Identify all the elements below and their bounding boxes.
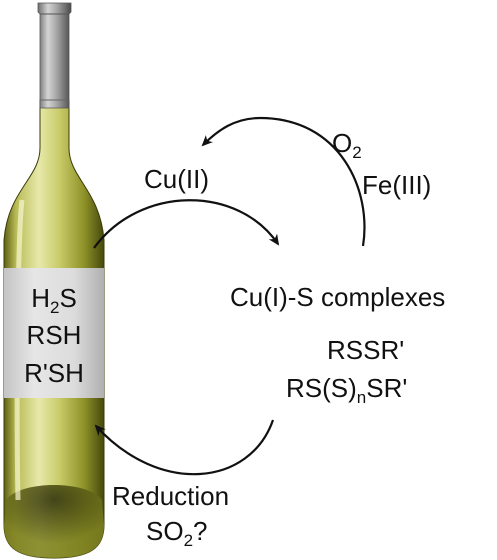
bottle-capsule: [37, 2, 72, 109]
wine-bottle: [3, 2, 105, 559]
reduction-label: Reduction: [112, 481, 230, 511]
o2-label: O2: [332, 128, 362, 162]
arrow-to-bottle: [94, 419, 275, 476]
r-prime-sh-label: R'SH: [24, 358, 84, 388]
arrow-complex-to-cu2: [201, 116, 366, 247]
cu2-label: Cu(II): [144, 164, 209, 194]
arrow-cu2-to-complex: [93, 199, 280, 249]
so2-label: SO2?: [146, 516, 208, 550]
h2s-label: H2S: [31, 283, 77, 317]
bottle-bottom: [4, 485, 104, 558]
rssr-label: RSSR': [327, 335, 405, 365]
fe3-label: Fe(III): [362, 170, 432, 200]
rsh-label: RSH: [26, 320, 82, 350]
cu1-complex-label: Cu(I)-S complexes: [230, 282, 446, 312]
polysulfide-label: RS(S)nSR': [286, 373, 408, 407]
bottle-label: [4, 268, 104, 398]
